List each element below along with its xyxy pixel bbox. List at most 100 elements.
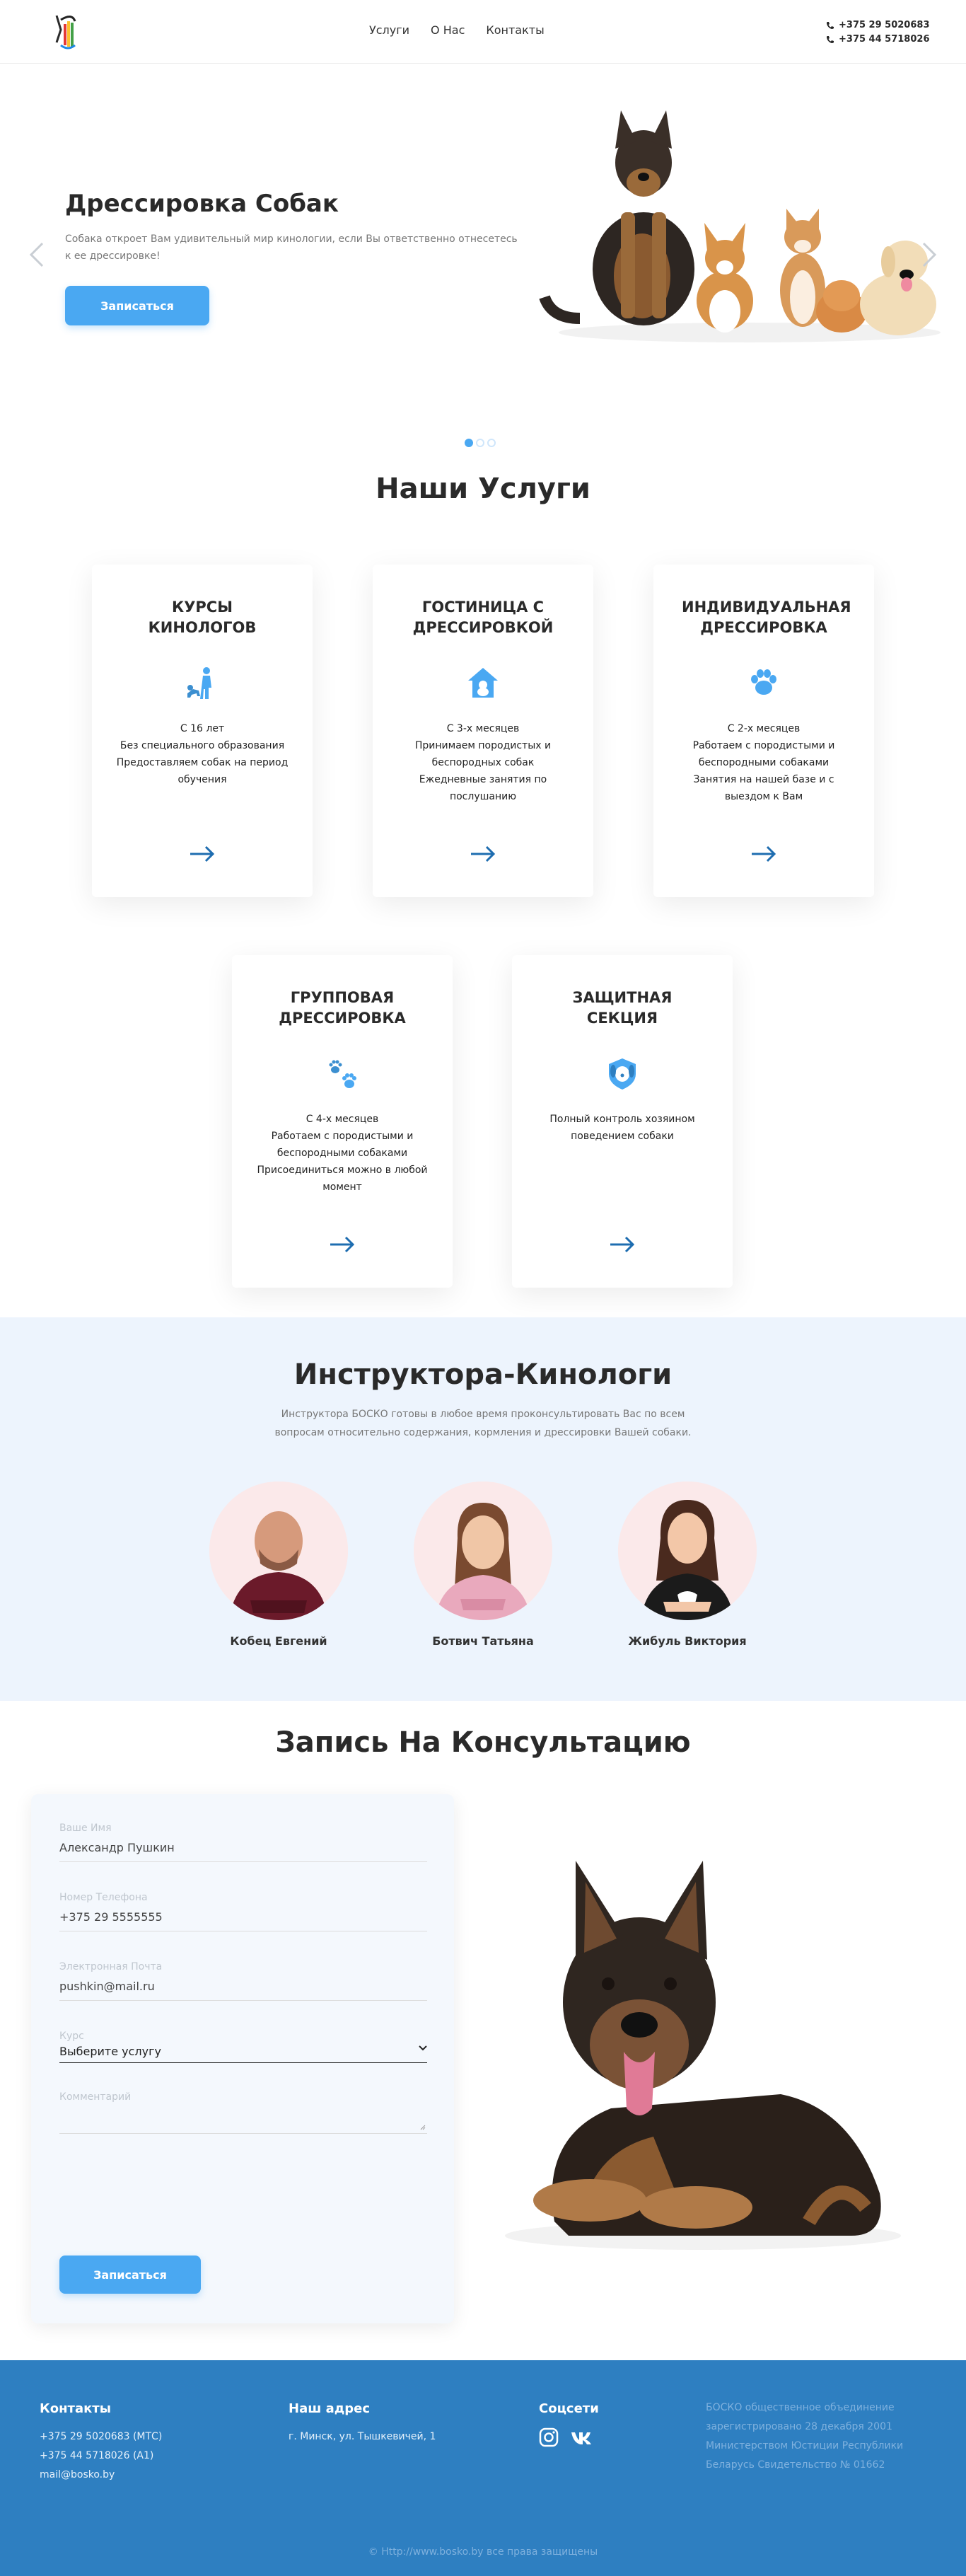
comment-label: Комментарий bbox=[59, 2091, 132, 2103]
email-field[interactable]: Электронная Почта pushkin@mail.ru bbox=[59, 1961, 427, 2001]
social-links bbox=[539, 2427, 599, 2447]
course-label: Курс bbox=[59, 2031, 84, 2042]
phone-line[interactable]: +375 29 5020683 bbox=[826, 18, 930, 33]
service-card[interactable]: ГРУППОВАЯ ДРЕССИРОВКА С 4-х месяцев Рабо… bbox=[232, 955, 453, 1288]
service-line: С 3-х месяцев bbox=[446, 723, 520, 734]
phone-field[interactable]: Номер Телефона +375 29 5555555 bbox=[59, 1892, 427, 1931]
arrow-right-icon[interactable] bbox=[607, 1234, 637, 1255]
dog-house-icon bbox=[468, 668, 498, 698]
instructor-photo bbox=[618, 1482, 757, 1620]
service-line: С 16 лет bbox=[180, 723, 225, 734]
footer-phone-mts[interactable]: +375 29 5020683 (МТС) bbox=[40, 2431, 163, 2442]
instructors-section: Инструктора-Кинологи Инструктора БОСКО г… bbox=[0, 1317, 966, 1701]
service-card-title: ЗАЩИТНАЯ СЕКЦИЯ bbox=[572, 989, 673, 1027]
service-card-title: ИНДИВИДУАЛЬНАЯ ДРЕССИРОВКА bbox=[682, 599, 851, 636]
hero-text: Собака откроет Вам удивительный мир кино… bbox=[65, 233, 518, 262]
footer-address-text: г. Минск, ул. Тышкевичей, 1 bbox=[289, 2431, 436, 2442]
trainer-dog-icon bbox=[187, 667, 211, 699]
slider-dot[interactable] bbox=[476, 439, 484, 447]
service-line: Работаем с породистыми и беспородными со… bbox=[692, 740, 835, 768]
avatar bbox=[618, 1482, 757, 1620]
footer-social-title: Соцсети bbox=[539, 2401, 599, 2416]
service-line: С 2-х месяцев bbox=[727, 723, 801, 734]
instructors-title: Инструктора-Кинологи bbox=[293, 1358, 673, 1391]
service-line: Ежедневные занятия по послушанию bbox=[419, 774, 547, 802]
consultation-submit-button[interactable]: Записаться bbox=[59, 2256, 201, 2294]
slider-dot[interactable] bbox=[465, 439, 473, 447]
shepherd-dog-image bbox=[505, 1861, 901, 2250]
instagram-icon[interactable] bbox=[539, 2427, 559, 2447]
slider-prev-icon[interactable] bbox=[27, 241, 47, 269]
name-input[interactable]: Александр Пушкин bbox=[59, 1841, 175, 1854]
course-select[interactable]: Курс Выберите услугу bbox=[59, 2031, 427, 2063]
slider-dots bbox=[465, 439, 496, 447]
slider-next-icon[interactable] bbox=[919, 241, 939, 269]
phone-line[interactable]: +375 44 5718026 bbox=[826, 33, 930, 47]
footer-copyright[interactable]: © Http://www.bosko.by все права защищены bbox=[368, 2546, 598, 2558]
instructor-card[interactable]: Жибуль Виктория bbox=[610, 1482, 765, 1648]
header-phones: +375 29 5020683 +375 44 5718026 bbox=[826, 18, 930, 47]
hero-signup-button[interactable]: Записаться bbox=[65, 286, 209, 325]
instructor-card[interactable]: Кобец Евгений bbox=[201, 1482, 356, 1648]
service-card-desc: С 2-х месяцев Работаем с породистыми и б… bbox=[653, 720, 874, 805]
site-header: Услуги О Нас Контакты +375 29 5020683 +3… bbox=[0, 0, 966, 64]
service-line: Работаем с породистыми и беспородными со… bbox=[271, 1131, 414, 1159]
arrow-right-icon[interactable] bbox=[749, 843, 779, 865]
slider-dot[interactable] bbox=[487, 439, 496, 447]
service-card-desc: Полный контроль хозяином поведением соба… bbox=[512, 1111, 733, 1145]
arrow-right-icon[interactable] bbox=[327, 1234, 357, 1255]
comment-field[interactable]: Комментарий bbox=[59, 2091, 427, 2134]
main-nav: Услуги О Нас Контакты bbox=[369, 23, 545, 37]
name-label: Ваше Имя bbox=[59, 1823, 112, 1834]
chevron-down-icon bbox=[419, 2045, 427, 2051]
hero-dogs-image bbox=[539, 110, 941, 342]
email-input[interactable]: pushkin@mail.ru bbox=[59, 1980, 155, 1993]
phone-input[interactable]: +375 29 5555555 bbox=[59, 1910, 163, 1924]
paw-icon bbox=[751, 669, 776, 695]
avatar bbox=[209, 1482, 348, 1620]
footer-social: Соцсети bbox=[539, 2401, 599, 2447]
footer-address-title: Наш адрес bbox=[289, 2401, 371, 2416]
footer-contacts-title: Контакты bbox=[40, 2401, 112, 2416]
service-card-desc: С 3-х месяцев Принимаем породистых и бес… bbox=[373, 720, 593, 805]
instructors-subtitle: Инструктора БОСКО готовы в любое время п… bbox=[0, 1405, 966, 1442]
service-card-desc: С 16 лет Без специального образования Пр… bbox=[92, 720, 313, 788]
nav-about[interactable]: О Нас bbox=[431, 23, 465, 37]
service-card[interactable]: ГОСТИНИЦА С ДРЕССИРОВКОЙ С 3-х месяцев П… bbox=[373, 565, 593, 897]
instructor-name: Кобец Евгений bbox=[230, 1634, 327, 1648]
course-value[interactable]: Выберите услугу bbox=[59, 2045, 427, 2062]
phone-icon bbox=[827, 22, 834, 29]
instructor-name: Жибуль Виктория bbox=[628, 1634, 747, 1648]
name-field[interactable]: Ваше Имя Александр Пушкин bbox=[59, 1823, 427, 1862]
footer-address: Наш адрес г. Минск, ул. Тышкевичей, 1 bbox=[289, 2401, 436, 2447]
instructor-name: Ботвич Татьяна bbox=[432, 1634, 534, 1648]
arrow-right-icon[interactable] bbox=[468, 843, 498, 865]
instructor-photo bbox=[209, 1482, 348, 1620]
phone-number: +375 44 5718026 bbox=[839, 34, 930, 45]
service-card-title: ГРУППОВАЯ ДРЕССИРОВКА bbox=[279, 989, 406, 1027]
services-title: Наши Услуги bbox=[376, 473, 590, 505]
service-card[interactable]: ЗАЩИТНАЯ СЕКЦИЯ Полный контроль хозяином… bbox=[512, 955, 733, 1288]
course-selected: Выберите услугу bbox=[59, 2045, 161, 2058]
service-card[interactable]: КУРСЫ КИНОЛОГОВ С 16 лет Без специальног… bbox=[92, 565, 313, 897]
service-line: Принимаем породистых и беспородных собак bbox=[414, 740, 552, 768]
nav-services[interactable]: Услуги bbox=[369, 23, 410, 37]
footer-contacts: Контакты +375 29 5020683 (МТС) +375 44 5… bbox=[40, 2401, 162, 2485]
service-line: Присоединиться можно в любой момент bbox=[257, 1165, 428, 1193]
vk-icon[interactable] bbox=[570, 2427, 593, 2447]
phone-icon bbox=[827, 36, 834, 43]
service-card-desc: С 4-х месяцев Работаем с породистыми и б… bbox=[232, 1111, 453, 1196]
instructor-card[interactable]: Ботвич Татьяна bbox=[405, 1482, 561, 1648]
resize-handle-icon[interactable] bbox=[420, 2125, 426, 2130]
arrow-right-icon[interactable] bbox=[187, 843, 217, 865]
nav-contacts[interactable]: Контакты bbox=[486, 23, 545, 37]
footer-email[interactable]: mail@bosko.by bbox=[40, 2469, 115, 2480]
service-line: Полный контроль хозяином поведением соба… bbox=[549, 1114, 695, 1142]
hero-title: Дрессировка Собак bbox=[65, 190, 339, 218]
service-card-title: ГОСТИНИЦА С ДРЕССИРОВКОЙ bbox=[412, 599, 554, 636]
service-line: Предоставляем собак на период обучения bbox=[116, 757, 289, 785]
footer-phone-a1[interactable]: +375 44 5718026 (A1) bbox=[40, 2450, 154, 2461]
service-card[interactable]: ИНДИВИДУАЛЬНАЯ ДРЕССИРОВКА С 2-х месяцев… bbox=[653, 565, 874, 897]
bosko-logo[interactable] bbox=[51, 10, 82, 52]
hero-slider: Дрессировка Собак Собака откроет Вам уди… bbox=[0, 64, 966, 460]
